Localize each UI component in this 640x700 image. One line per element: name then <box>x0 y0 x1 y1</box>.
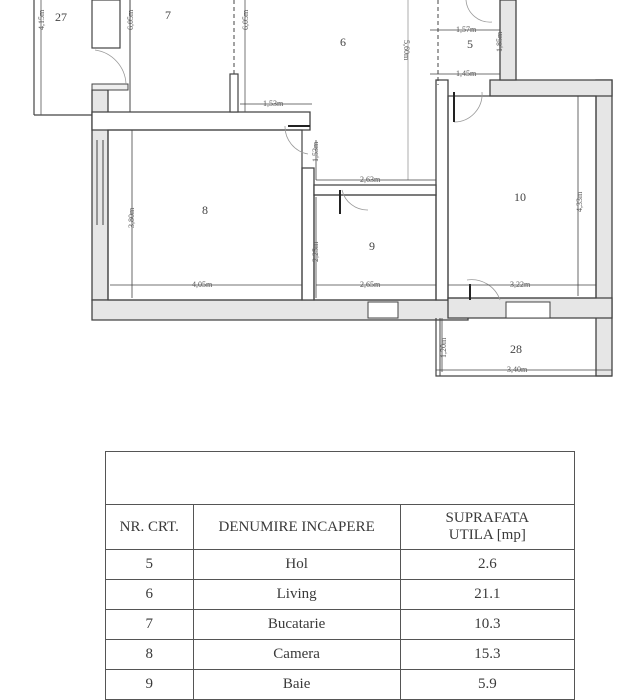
room-label-28: 28 <box>510 342 522 356</box>
dim-r10-width: 3,22m <box>510 280 531 289</box>
wall-right-10 <box>595 79 613 377</box>
room-label-10: 10 <box>514 190 526 204</box>
header-room-name: DENUMIRE INCAPERE <box>192 504 401 550</box>
cell-nr: 8 <box>105 639 194 670</box>
dim-r9-top: 2,63m <box>360 175 381 184</box>
cell-nr: 5 <box>105 549 194 580</box>
dim-r5-top: 1,57m <box>456 25 477 34</box>
room-label-7: 7 <box>165 8 171 22</box>
dim-r28-width: 3,40m <box>507 365 528 374</box>
wall-top-9 <box>313 184 437 196</box>
dim-r10-height: 4,33m <box>575 191 584 212</box>
header-area-line1: SUPRAFATA <box>445 510 530 526</box>
table-row: 6 Living 21.1 <box>105 579 576 610</box>
cell-name: Camera <box>192 639 401 670</box>
cell-nr: 6 <box>105 579 194 610</box>
room-label-6: 6 <box>340 35 346 49</box>
dim-r27-height: 4,15m <box>37 9 46 30</box>
wall-bottom <box>91 299 469 321</box>
dim-r6-height: 5,60m <box>402 40 411 61</box>
cell-name: Baie <box>192 669 401 700</box>
header-area: SUPRAFATA UTILA [mp] <box>399 504 576 550</box>
wall-7-8 <box>91 111 311 131</box>
room-label-5: 5 <box>467 37 473 51</box>
wall-hall-10 <box>435 79 449 301</box>
dim-r7-left: 6,05m <box>126 9 135 30</box>
table-title-row <box>105 451 575 505</box>
cell-name: Hol <box>192 549 401 580</box>
wall-top-10 <box>489 79 613 97</box>
header-area-line2: UTILA [mp] <box>448 527 526 543</box>
cell-area: 15.3 <box>399 639 576 670</box>
dim-r28-height: 1,20m <box>439 337 448 358</box>
dim-r9-width: 2,65m <box>360 280 381 289</box>
cell-area: 10.3 <box>399 609 576 640</box>
cell-nr: 7 <box>105 609 194 640</box>
dim-r5-bottom: 1,45m <box>456 69 477 78</box>
room-area-table-container: NR. CRT. DENUMIRE INCAPERE SUPRAFATA UTI… <box>105 451 576 700</box>
dim-hall-width: 1,53m <box>263 99 284 108</box>
table-header-row: NR. CRT. DENUMIRE INCAPERE SUPRAFATA UTI… <box>105 504 576 550</box>
table-title <box>105 451 575 505</box>
header-nr: NR. CRT. <box>105 504 194 550</box>
table-row: 7 Bucatarie 10.3 <box>105 609 576 640</box>
room-label-9: 9 <box>369 239 375 253</box>
room-area-table: NR. CRT. DENUMIRE INCAPERE SUPRAFATA UTI… <box>105 451 576 700</box>
dim-r5-side: 1,85m <box>495 31 504 52</box>
floor-plan: 27 7 6 5 8 9 10 28 1,53m 2,63m 4,05m 2,6… <box>33 0 613 377</box>
table-row: 9 Baie 5.9 <box>105 669 576 700</box>
room-label-27: 27 <box>55 10 67 24</box>
table-row: 8 Camera 15.3 <box>105 639 576 670</box>
cell-nr: 9 <box>105 669 194 700</box>
cell-area: 5.9 <box>399 669 576 700</box>
cell-area: 2.6 <box>399 549 576 580</box>
room-label-8: 8 <box>202 203 208 217</box>
dim-r7-right: 6,05m <box>241 9 250 30</box>
wall-8-9 <box>301 167 315 301</box>
dim-hall-height: 1,53m <box>311 141 320 162</box>
cell-name: Bucatarie <box>192 609 401 640</box>
cell-name: Living <box>192 579 401 610</box>
cell-area: 21.1 <box>399 579 576 610</box>
dim-r8-width: 4,05m <box>192 280 213 289</box>
table-row: 5 Hol 2.6 <box>105 549 576 580</box>
dim-r9-height: 2,25m <box>311 241 320 262</box>
dim-r8-height: 3,80m <box>127 207 136 228</box>
